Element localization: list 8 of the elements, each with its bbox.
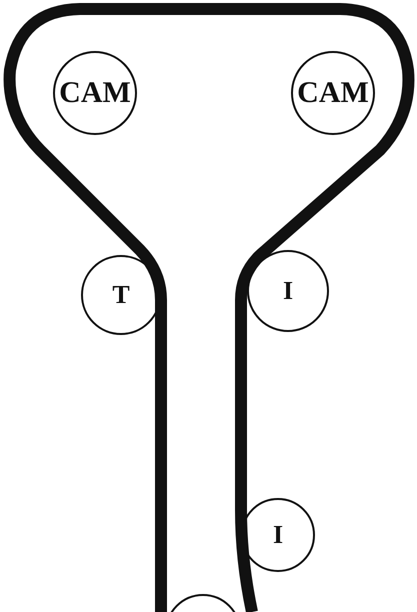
pulley-label: I xyxy=(282,276,294,306)
idler-pulley xyxy=(247,250,329,332)
camshaft-pulley xyxy=(53,51,137,135)
pulley-label: I xyxy=(272,520,284,550)
pulley-label: T xyxy=(112,280,130,310)
pulley-label: CAM xyxy=(297,76,369,110)
pulley-label: CAM xyxy=(59,76,131,110)
camshaft-pulley xyxy=(291,51,375,135)
